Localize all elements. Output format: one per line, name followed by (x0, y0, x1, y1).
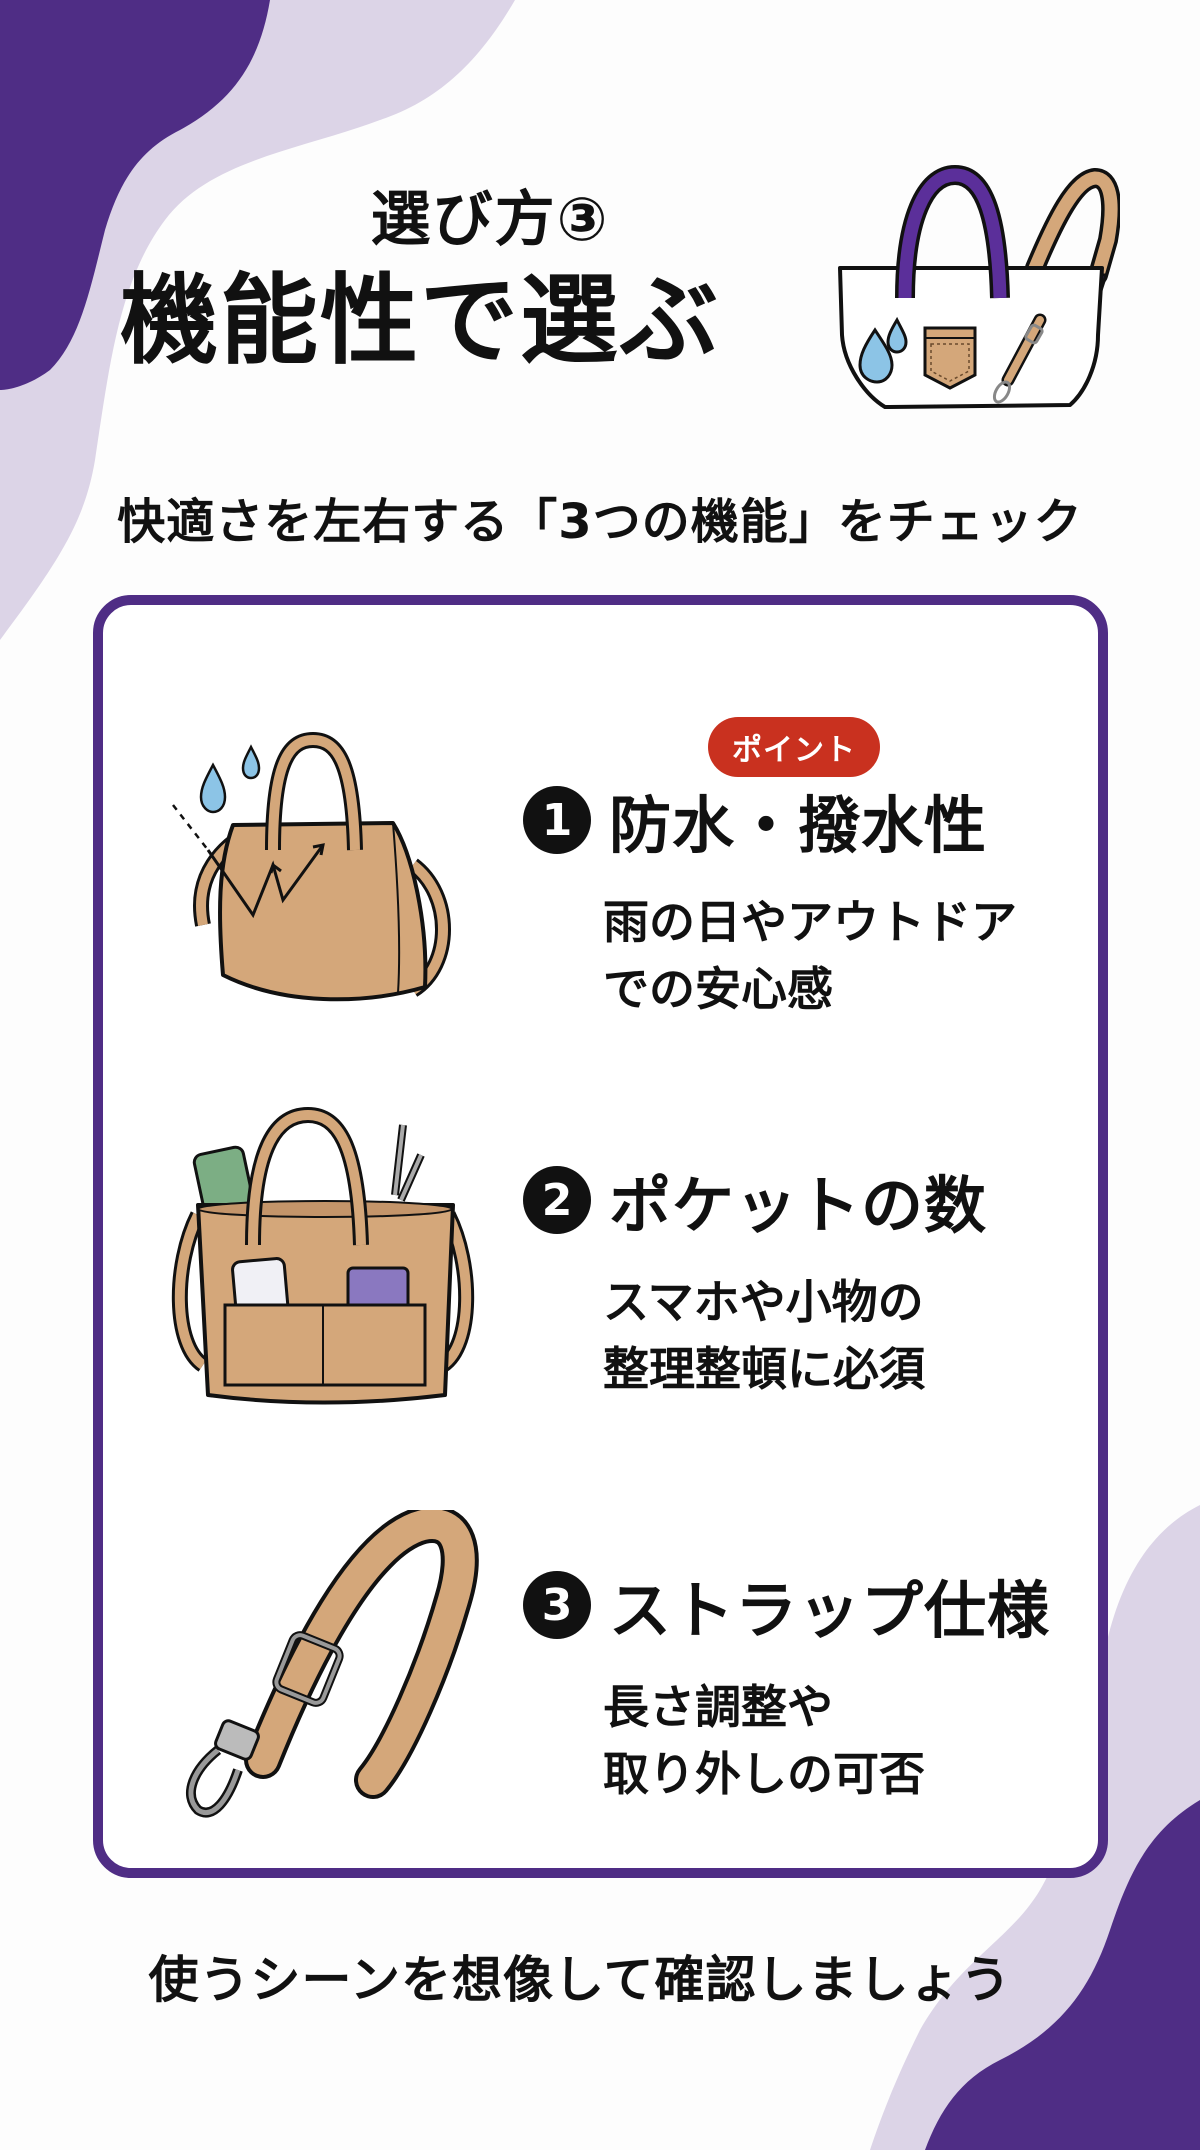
description-line: 長さ調整や (603, 1680, 833, 1734)
feature-item-2: 2 ポケットの数 スマホや小物の 整理整頓に必須 (103, 1105, 1098, 1445)
adjustable-strap-icon (185, 1510, 479, 1818)
bottom-right-dark-wave (925, 1800, 1200, 2150)
feature-text-3: 3 ストラップ仕様 長さ調整や 取り外しの可否 (523, 1560, 1050, 1807)
feature-title: 防水・撥水性 (609, 789, 988, 862)
number-badge-icon: 1 (523, 786, 591, 854)
feature-heading-2: 2 ポケットの数 (523, 1155, 987, 1245)
description-line: 整理整頓に必須 (603, 1341, 925, 1396)
feature-item-3: 3 ストラップ仕様 長さ調整や 取り外しの可否 (103, 1510, 1098, 1830)
hero-tote-bag-icon (838, 164, 1120, 409)
top-left-dark-wave (0, 0, 270, 390)
feature-heading-1: 1 防水・撥水性 (523, 775, 1017, 865)
pocket-tote-bag-icon (171, 1106, 475, 1405)
feature-description: 雨の日やアウトドア での安心感 (523, 889, 1017, 1022)
feature-text-2: 2 ポケットの数 スマホや小物の 整理整頓に必須 (523, 1155, 987, 1402)
feature-item-1: ポイント 1 防水・撥水性 雨の日やアウトドア での安心感 (103, 705, 1098, 1065)
title-block: 選び方③ 機能性で選ぶ (0, 190, 820, 370)
feature-text-1: ポイント 1 防水・撥水性 雨の日やアウトドア での安心感 (523, 717, 1017, 1022)
description-line: 雨の日やアウトドア (603, 895, 1017, 949)
feature-heading-3: 3 ストラップ仕様 (523, 1560, 1050, 1650)
description-line: スマホや小物の (603, 1275, 924, 1329)
page-title: 機能性で選ぶ (119, 264, 720, 378)
water-repellent-bag-icon (172, 731, 451, 1002)
feature-title: ポケットの数 (609, 1169, 988, 1242)
feature-title: ストラップ仕様 (609, 1574, 1051, 1647)
point-badge: ポイント (708, 717, 880, 777)
description-line: 取り外しの可否 (603, 1746, 925, 1801)
page-subtitle: 選び方③ (370, 185, 610, 255)
features-card: ポイント 1 防水・撥水性 雨の日やアウトドア での安心感 (93, 595, 1108, 1878)
number-badge-icon: 2 (523, 1166, 591, 1234)
feature-description: スマホや小物の 整理整頓に必須 (523, 1269, 987, 1402)
feature-description: 長さ調整や 取り外しの可否 (523, 1674, 1050, 1807)
footer-message: 使うシーンを想像して確認しましょう (148, 1951, 1012, 2009)
description-line: での安心感 (603, 961, 833, 1016)
number-badge-icon: 3 (523, 1571, 591, 1639)
lead-text: 快適さを左右する「3つの機能」をチェック (117, 494, 1083, 550)
